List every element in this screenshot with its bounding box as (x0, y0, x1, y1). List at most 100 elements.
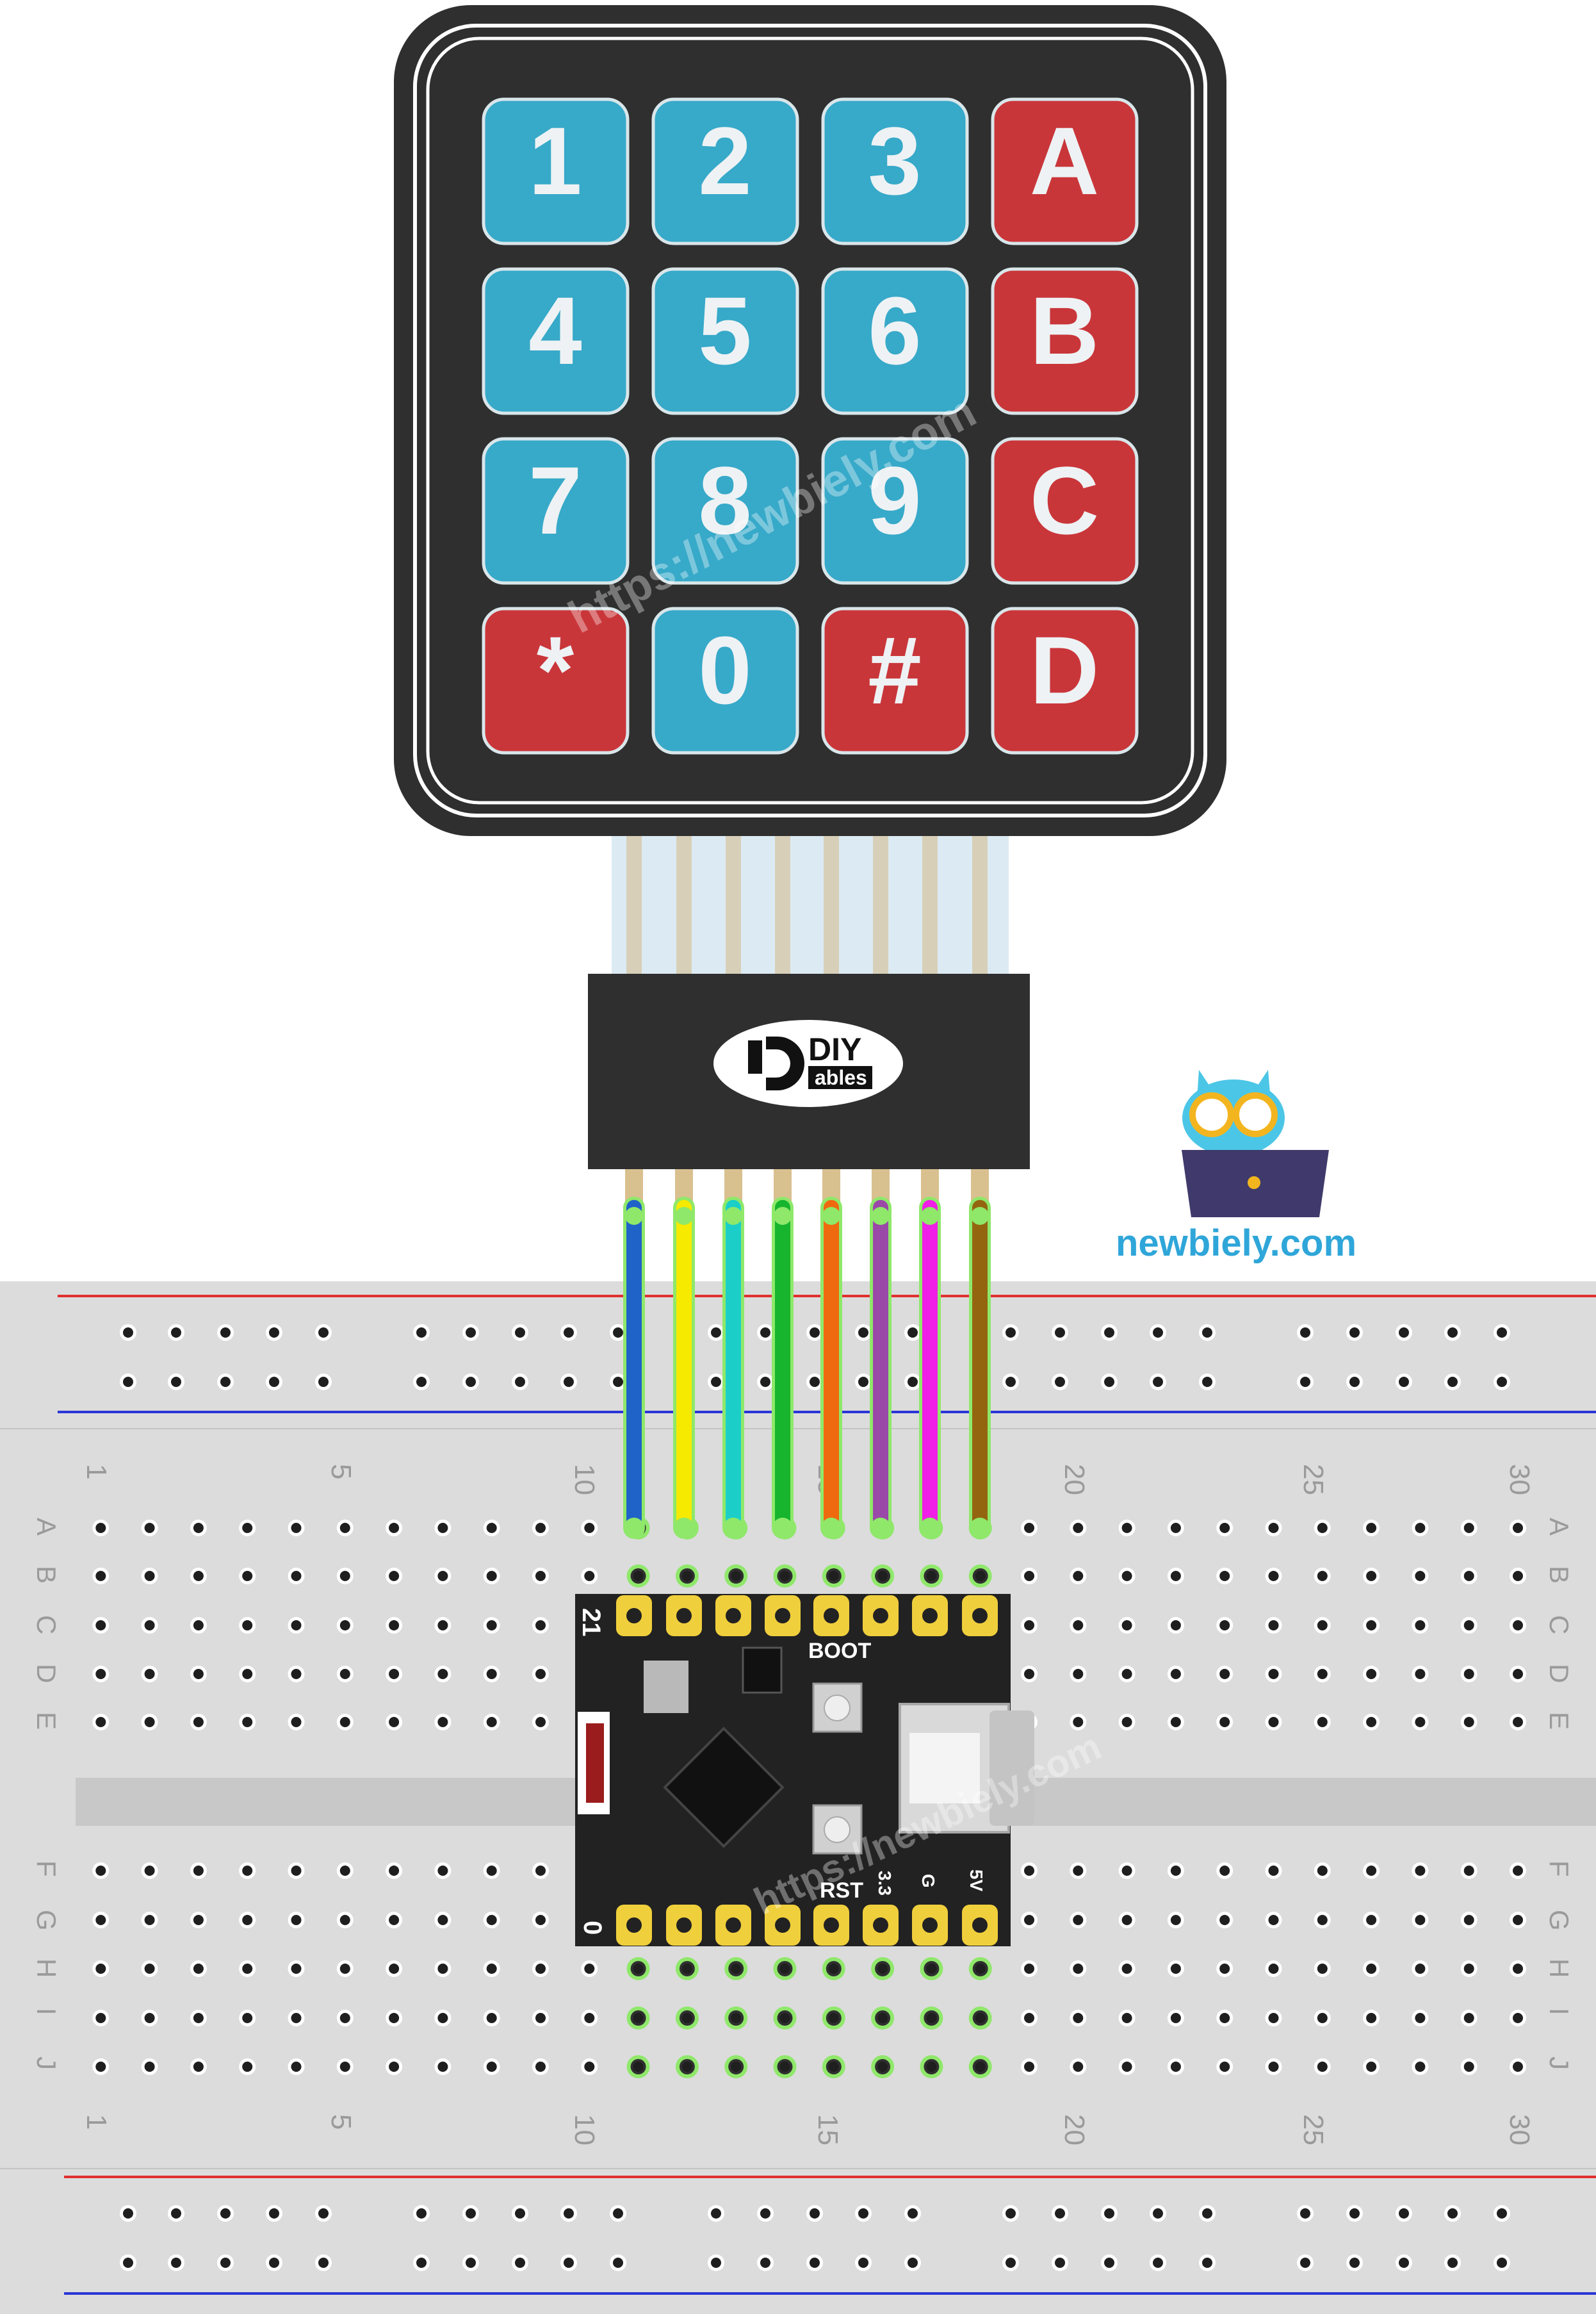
hole[interactable] (95, 1717, 106, 1727)
key-9[interactable]: 8 (651, 437, 799, 585)
hole[interactable] (437, 1523, 448, 1533)
hole[interactable] (1170, 1866, 1181, 1876)
hole[interactable] (1219, 1915, 1230, 1925)
hole[interactable] (760, 2258, 770, 2268)
key-5[interactable]: 5 (651, 267, 799, 415)
key-15[interactable]: D (991, 607, 1139, 755)
hole[interactable] (1349, 1377, 1360, 1387)
key-cap[interactable] (651, 607, 799, 755)
hole[interactable] (1170, 2013, 1181, 2023)
hole[interactable] (1104, 2208, 1114, 2219)
key-8[interactable]: 7 (482, 437, 630, 585)
hole[interactable] (339, 1915, 350, 1925)
hole[interactable] (1415, 2013, 1426, 2023)
hole[interactable] (220, 2208, 231, 2219)
key-cap[interactable] (991, 97, 1139, 245)
hole[interactable] (95, 1866, 106, 1876)
key-3[interactable]: A (991, 97, 1139, 245)
hole[interactable] (389, 2013, 400, 2023)
hole[interactable] (486, 1571, 497, 1581)
hole[interactable] (1170, 1571, 1181, 1581)
hole[interactable] (339, 1523, 350, 1533)
hole[interactable] (389, 1915, 400, 1925)
hole[interactable] (486, 1964, 497, 1974)
hole[interactable] (486, 2062, 497, 2072)
hole[interactable] (242, 1523, 253, 1533)
hole[interactable] (613, 1327, 623, 1338)
hole[interactable] (1268, 1866, 1279, 1876)
hole[interactable] (339, 2062, 350, 2072)
hole[interactable] (1447, 1327, 1458, 1338)
hole[interactable] (564, 1327, 574, 1338)
hole[interactable] (1415, 1964, 1426, 1974)
hole[interactable] (193, 1523, 204, 1533)
hole[interactable] (486, 1915, 497, 1925)
hole[interactable] (1202, 2258, 1212, 2268)
hole[interactable] (269, 2208, 279, 2219)
key-cap[interactable] (991, 267, 1139, 415)
hole[interactable] (1366, 2013, 1377, 2023)
hole[interactable] (1268, 2013, 1279, 2023)
hole[interactable] (1513, 1964, 1523, 1974)
hole[interactable] (1463, 1669, 1474, 1679)
hole[interactable] (291, 1620, 302, 1630)
hole[interactable] (926, 2062, 937, 2072)
hole[interactable] (171, 1327, 181, 1338)
hole[interactable] (1121, 2013, 1132, 2023)
hole[interactable] (1366, 1866, 1377, 1876)
hole[interactable] (242, 1964, 253, 1974)
key-14[interactable]: # (821, 607, 969, 755)
hole[interactable] (1317, 2062, 1328, 2072)
hole[interactable] (858, 1327, 868, 1338)
hole[interactable] (339, 1620, 350, 1630)
hole[interactable] (144, 2013, 155, 2023)
hole[interactable] (144, 1964, 155, 1974)
key-11[interactable]: C (991, 437, 1139, 585)
hole[interactable] (535, 1669, 546, 1679)
hole[interactable] (633, 1964, 644, 1974)
hole[interactable] (810, 2208, 820, 2219)
hole[interactable] (633, 2062, 644, 2072)
hole[interactable] (760, 1327, 770, 1338)
hole[interactable] (1121, 2062, 1132, 2072)
hole[interactable] (1349, 1327, 1360, 1338)
hole[interactable] (858, 1377, 868, 1387)
hole[interactable] (242, 1717, 253, 1727)
boot-button-cap[interactable] (824, 1694, 851, 1721)
key-cap[interactable] (482, 267, 630, 415)
key-cap[interactable] (651, 437, 799, 585)
hole[interactable] (731, 2013, 742, 2023)
hole[interactable] (1024, 2013, 1034, 2023)
hole[interactable] (858, 2258, 868, 2268)
hole[interactable] (416, 1327, 427, 1338)
hole[interactable] (291, 2062, 302, 2072)
hole[interactable] (437, 1571, 448, 1581)
hole[interactable] (564, 2258, 574, 2268)
hole[interactable] (584, 2062, 595, 2072)
hole[interactable] (1366, 1571, 1377, 1581)
hole[interactable] (1463, 1915, 1474, 1925)
hole[interactable] (1024, 1620, 1034, 1630)
hole[interactable] (681, 1964, 692, 1974)
hole[interactable] (1006, 2258, 1016, 2268)
hole[interactable] (1415, 1915, 1426, 1925)
hole[interactable] (1170, 1915, 1181, 1925)
hole[interactable] (1366, 2062, 1377, 2072)
hole[interactable] (1219, 2062, 1230, 2072)
hole[interactable] (564, 2208, 574, 2219)
hole[interactable] (389, 1964, 400, 1974)
hole[interactable] (711, 1377, 721, 1387)
hole[interactable] (613, 2258, 623, 2268)
hole[interactable] (779, 1964, 790, 1974)
hole[interactable] (975, 1571, 986, 1581)
hole[interactable] (1121, 1620, 1132, 1630)
hole[interactable] (1006, 1327, 1016, 1338)
hole[interactable] (515, 1327, 525, 1338)
hole[interactable] (339, 1866, 350, 1876)
hole[interactable] (1447, 1377, 1458, 1387)
hole[interactable] (1317, 1964, 1328, 1974)
hole[interactable] (193, 1669, 204, 1679)
key-12[interactable]: * (482, 607, 630, 755)
hole[interactable] (584, 1964, 595, 1974)
hole[interactable] (535, 1964, 546, 1974)
